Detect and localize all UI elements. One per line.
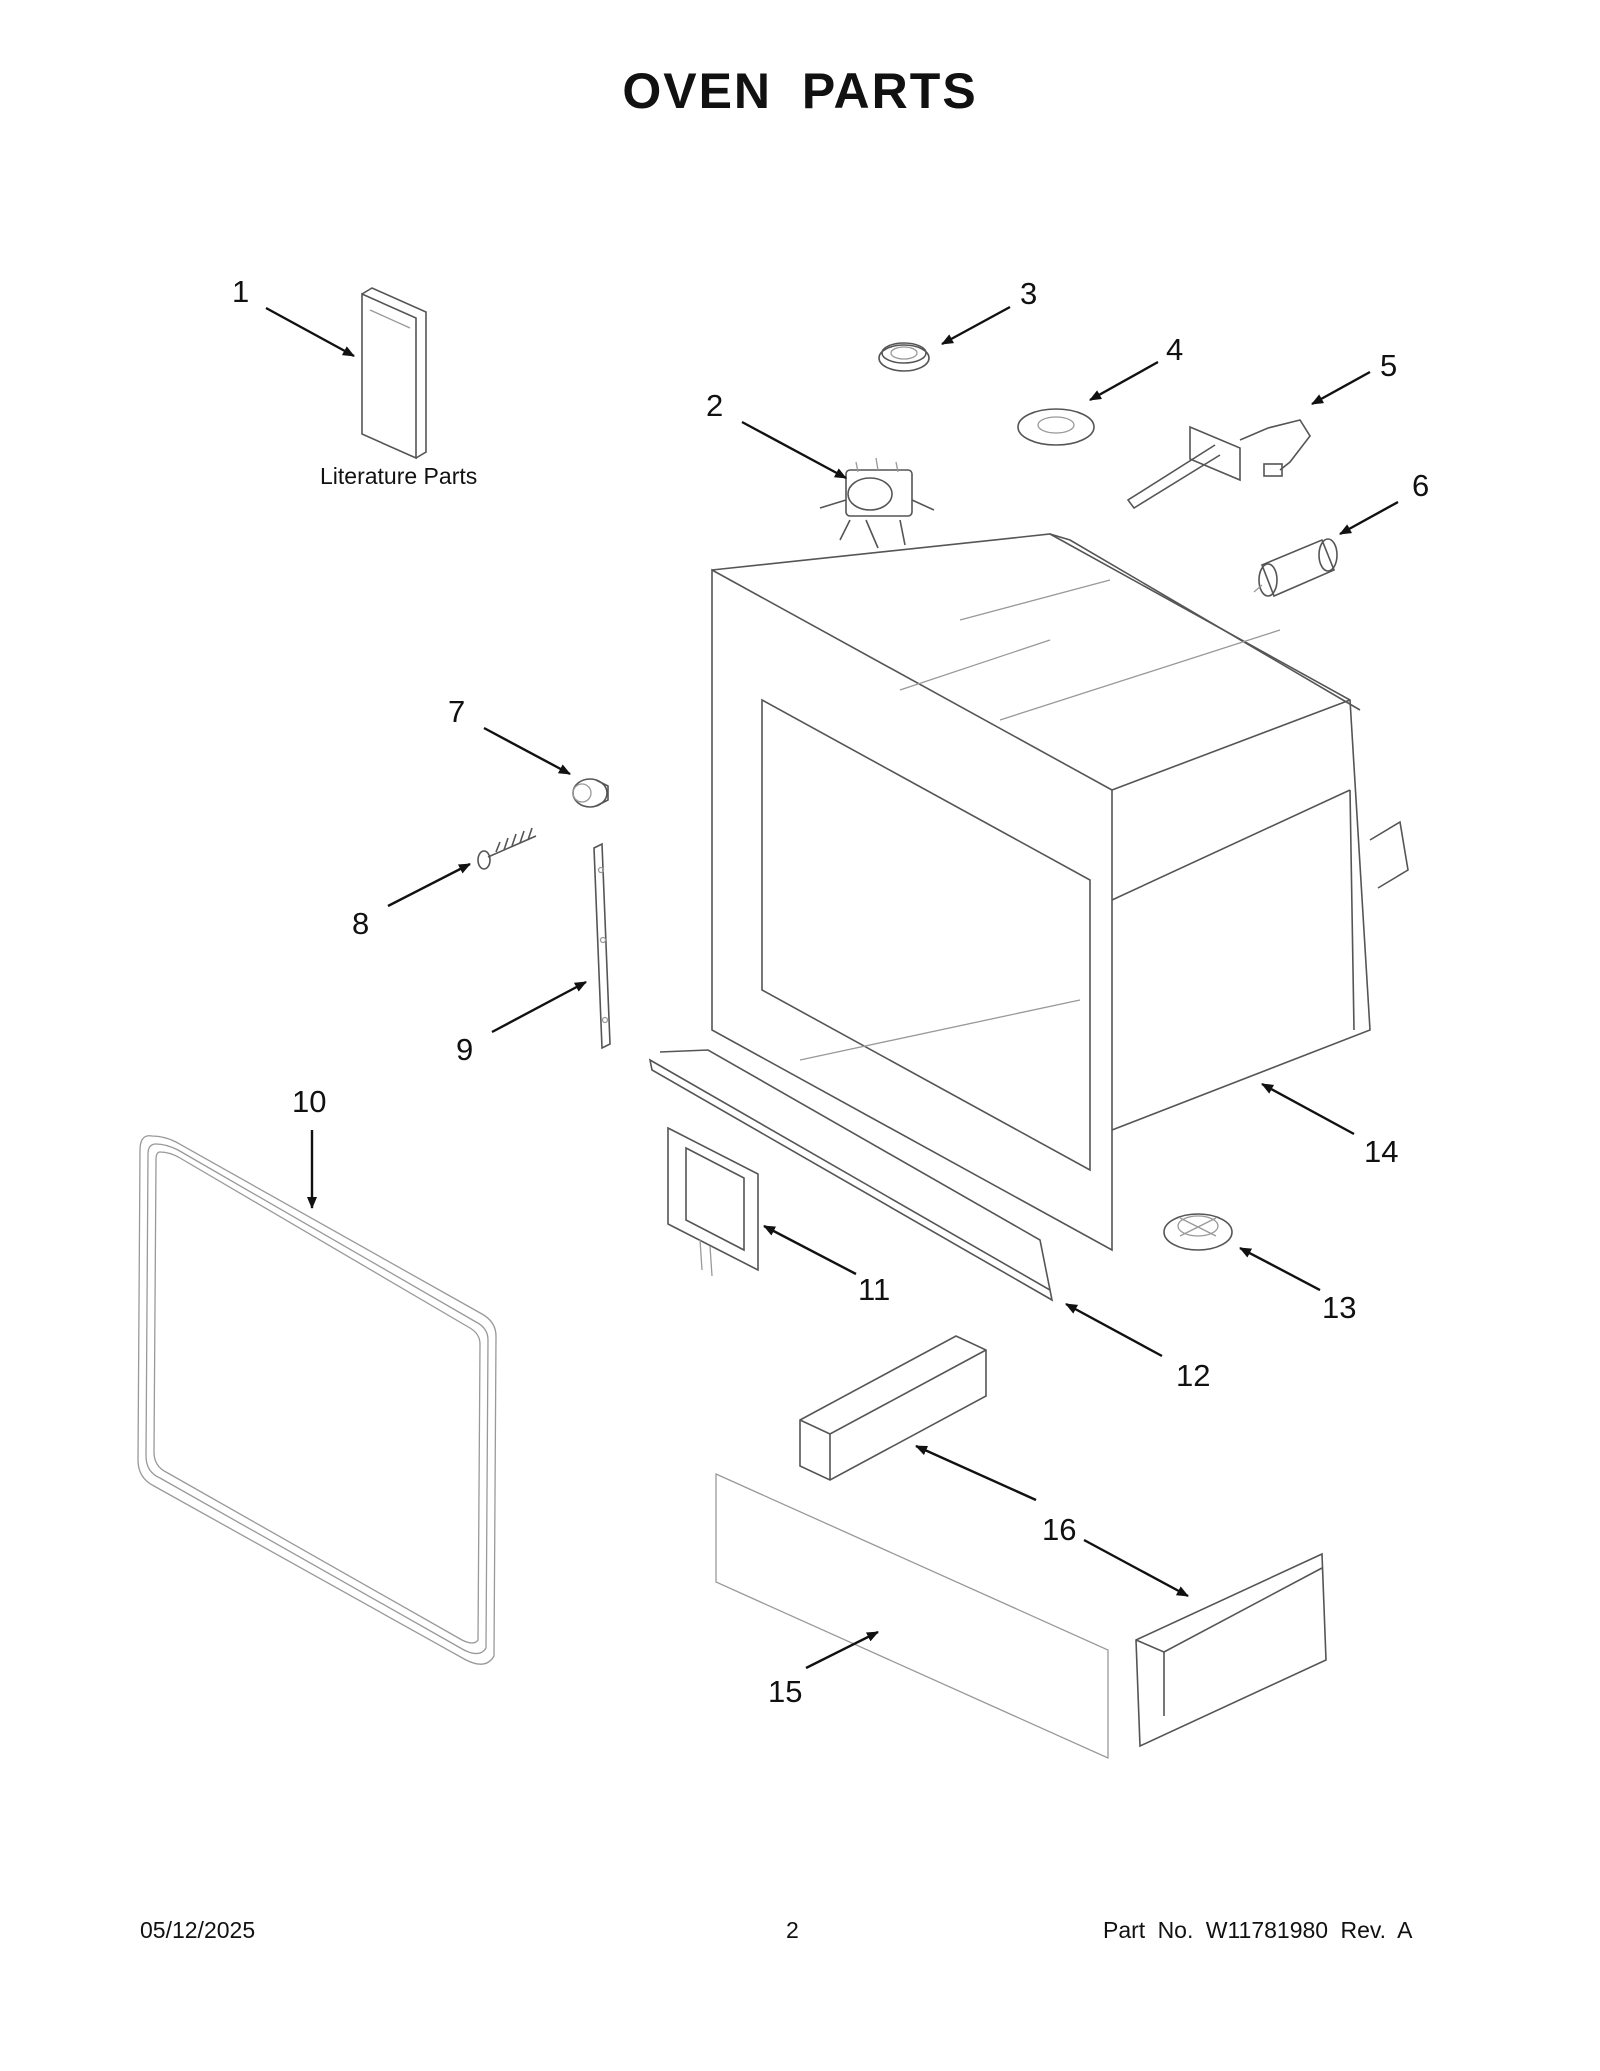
callout-arrow-4 (1089, 360, 1159, 402)
callout-arrow-11 (763, 1224, 857, 1276)
hub-drawing (1163, 1213, 1233, 1251)
switch-assembly-drawing (819, 457, 935, 549)
literature-parts-label: Literature Parts (320, 463, 478, 489)
callout-arrow-7 (483, 726, 571, 776)
callout-3: 3 (1020, 276, 1037, 311)
callout-arrow-8 (387, 862, 471, 908)
callout-arrow-15 (805, 1630, 879, 1670)
callout-6: 6 (1412, 468, 1429, 503)
motor-drawing (1253, 538, 1338, 598)
callout-10: 10 (292, 1084, 326, 1119)
toe-kick-panel-drawing (715, 1472, 1109, 1760)
washer-drawing (1017, 408, 1095, 446)
footer-page-number: 2 (786, 1917, 799, 1943)
mounting-bracket-drawing (799, 1335, 1327, 1748)
callout-arrow-14 (1261, 1082, 1355, 1136)
callout-arrow-9 (491, 980, 587, 1034)
callout-arrow-3 (941, 305, 1011, 346)
bottom-trim-drawing (648, 1049, 1054, 1302)
footer-date: 05/12/2025 (140, 1917, 256, 1943)
callout-14: 14 (1364, 1134, 1398, 1169)
callout-arrows (265, 305, 1399, 1670)
oven-cavity-drawing (711, 533, 1409, 1252)
callout-arrow-1 (265, 306, 355, 358)
callout-numbers: 1 2 3 4 5 6 7 8 9 10 11 12 13 14 15 16 (232, 274, 1429, 1709)
callout-arrow-12 (1065, 1302, 1163, 1358)
callout-16: 16 (1042, 1512, 1076, 1547)
literature-booklet-drawing (361, 287, 427, 460)
side-bracket-drawing (593, 842, 611, 1050)
callout-arrow-16b (1083, 1538, 1189, 1598)
callout-2: 2 (706, 388, 723, 423)
callout-arrow-5 (1311, 370, 1371, 406)
callout-12: 12 (1176, 1358, 1210, 1393)
callout-4: 4 (1166, 332, 1183, 367)
latch-cover-drawing (667, 1126, 759, 1277)
callout-5: 5 (1380, 348, 1397, 383)
callout-7: 7 (448, 694, 465, 729)
door-gasket-drawing (137, 1135, 497, 1665)
callout-1: 1 (232, 274, 249, 309)
screw-drawing (477, 827, 537, 870)
callout-15: 15 (768, 1674, 802, 1709)
plug-button-drawing (572, 778, 609, 808)
footer-part-number: Part No. W11781980 Rev. A (1103, 1917, 1413, 1943)
callout-arrow-2 (741, 420, 847, 480)
callout-13: 13 (1322, 1290, 1356, 1325)
callout-9: 9 (456, 1032, 473, 1067)
callout-arrow-13 (1239, 1246, 1321, 1292)
callout-arrow-6 (1339, 500, 1399, 536)
callout-11: 11 (858, 1272, 890, 1307)
callout-8: 8 (352, 906, 369, 941)
callout-arrow-16a (915, 1444, 1037, 1502)
bushing-drawing (878, 342, 930, 372)
page-title: OVEN PARTS (622, 63, 978, 119)
sensor-probe-drawing (1126, 419, 1311, 510)
